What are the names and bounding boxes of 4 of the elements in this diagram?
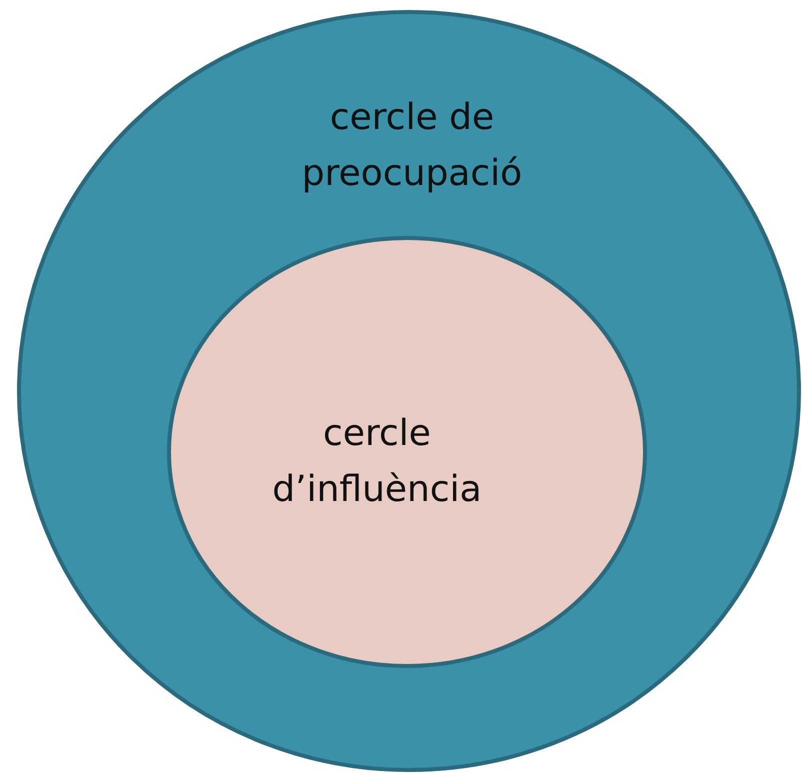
- circle-label: cercle d’influència: [271, 412, 483, 512]
- inner-circle: [167, 236, 647, 668]
- outer-circle: [17, 10, 801, 772]
- circle-label: cercle de preocupació: [300, 96, 524, 196]
